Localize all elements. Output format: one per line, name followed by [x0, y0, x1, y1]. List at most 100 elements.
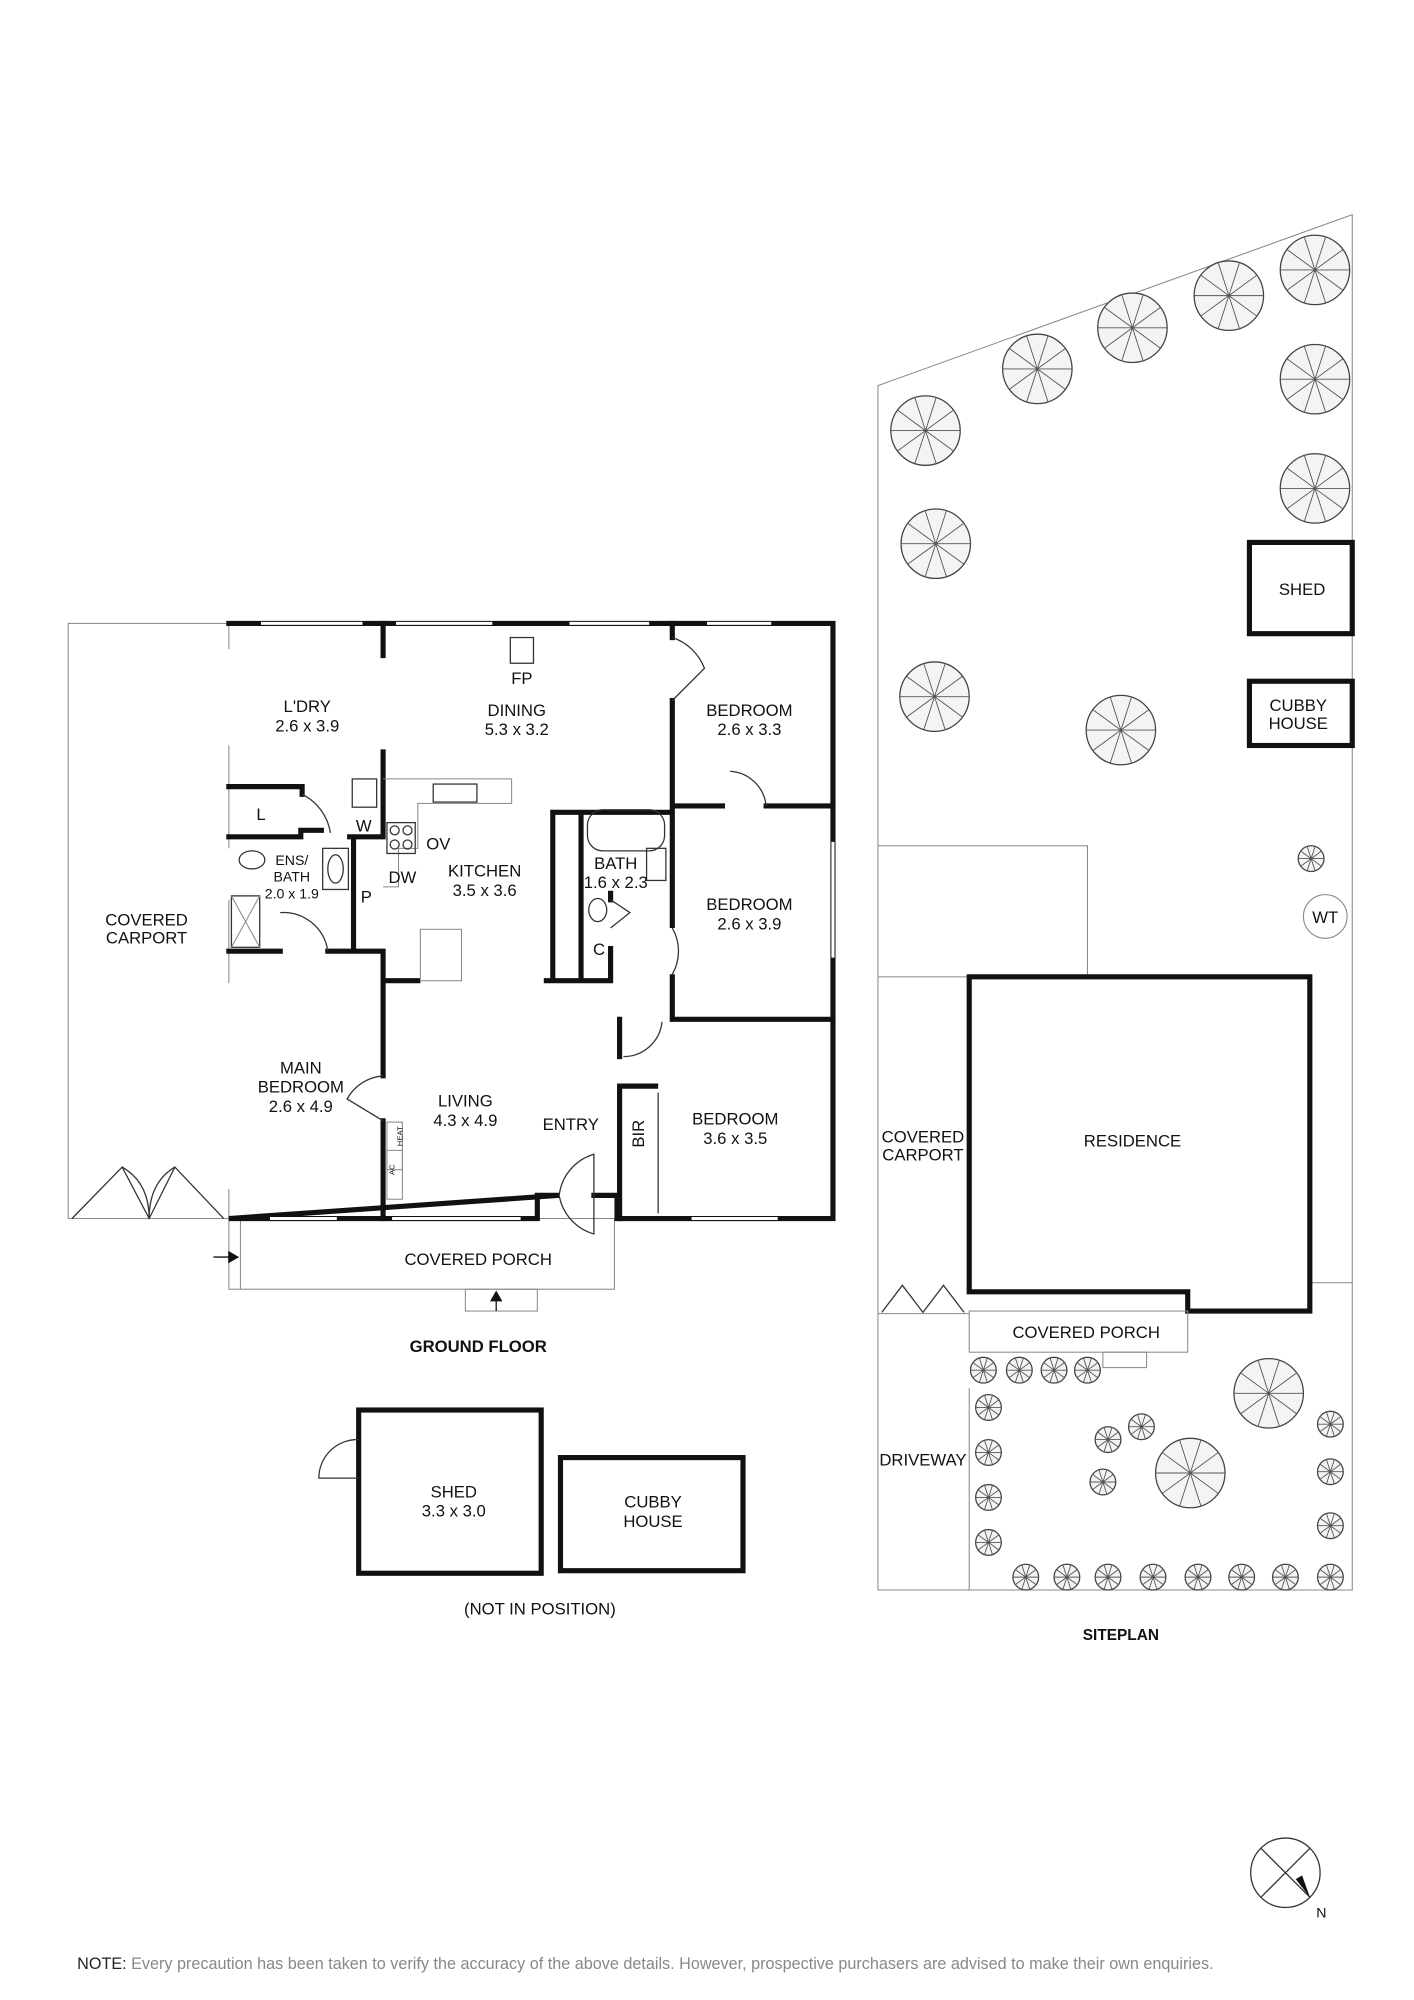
siteplan: SHED CUBBY HOUSE WT RESIDENCE COVERED CA…: [877, 213, 1355, 1644]
note-text: Every precaution has been taken to verif…: [131, 1955, 1213, 1973]
ac-label: AC: [388, 1164, 397, 1175]
tree-icon: [1053, 1563, 1081, 1591]
pantry-label: P: [361, 887, 372, 906]
laundry-label: L'DRY: [284, 697, 331, 716]
tree-icon: [1316, 1458, 1344, 1486]
tree-icon: [1127, 1413, 1155, 1441]
living-size: 4.3 x 4.9: [433, 1111, 497, 1130]
tree-icon: [1094, 1563, 1122, 1591]
bath-size: 1.6 x 2.3: [584, 873, 648, 892]
bedroom-se-size: 3.6 x 3.5: [703, 1129, 767, 1148]
tree-icon: [1297, 845, 1325, 873]
north-compass: N: [1250, 1837, 1326, 1921]
carport-gate: [71, 1165, 225, 1220]
ground-floor-plan: COVERED CARPORT COVERED PORCH: [67, 620, 836, 1356]
tree-icon: [1279, 453, 1351, 524]
ensuite-label-1: ENS/: [275, 852, 308, 868]
tree-icon: [1089, 1468, 1117, 1496]
shed-label: SHED: [431, 1482, 477, 1501]
site-carport-label-2: CARPORT: [882, 1146, 963, 1165]
tree-icon: [974, 1483, 1002, 1511]
site-carport-gate: [881, 1284, 965, 1314]
tree-icon: [974, 1528, 1002, 1556]
tree-icon: [1139, 1563, 1167, 1591]
shed-outline: [356, 1407, 544, 1576]
washer-label: W: [356, 817, 372, 836]
tree-icon: [1040, 1356, 1068, 1384]
cubby-outline: [557, 1455, 746, 1574]
water-tank-label: WT: [1312, 908, 1338, 927]
tree-icon: [1005, 1356, 1033, 1384]
bath-label: BATH: [594, 854, 637, 873]
tree-icon: [1154, 1437, 1226, 1509]
door-swings: [280, 636, 767, 1235]
site-carport-label-1: COVERED: [882, 1128, 965, 1147]
gate-arc: [121, 1166, 176, 1219]
main-bedroom-label-2: BEDROOM: [258, 1078, 344, 1097]
tree-icon: [1085, 694, 1157, 766]
tree-icon: [899, 661, 970, 733]
tree-icon: [1094, 1426, 1122, 1454]
tree-icon: [1097, 292, 1168, 364]
tree-icon: [969, 1356, 997, 1384]
windows: [227, 621, 835, 1221]
entry-arrow-icon: [489, 1290, 503, 1312]
tree-icon: [1228, 1563, 1256, 1591]
tree-icon: [1184, 1563, 1212, 1591]
ensuite-size: 2.0 x 1.9: [265, 885, 319, 901]
laundry-size: 2.6 x 3.9: [275, 716, 339, 735]
shed-door: [318, 1438, 359, 1479]
kitchen-size: 3.5 x 3.6: [453, 881, 517, 900]
dining-label: DINING: [488, 701, 546, 720]
tree-icon: [1271, 1563, 1299, 1591]
site-porch: [968, 1310, 1189, 1353]
carport-label-1: COVERED: [105, 910, 188, 929]
ensuite-label-2: BATH: [274, 869, 311, 885]
water-tank: [1302, 894, 1348, 939]
site-boundary: [877, 213, 1353, 1591]
fireplace-label: FP: [511, 669, 532, 688]
main-bedroom-label-1: MAIN: [280, 1058, 322, 1077]
dining-size: 5.3 x 3.2: [485, 720, 549, 739]
tree-icon: [1279, 343, 1351, 415]
north-label: N: [1316, 1905, 1326, 1921]
ground-floor-title: GROUND FLOOR: [410, 1337, 547, 1356]
bedroom-e-label: BEDROOM: [706, 895, 792, 914]
driveway-label: DRIVEWAY: [879, 1450, 966, 1469]
cubby-label-2: HOUSE: [623, 1512, 682, 1531]
not-in-position-note: (NOT IN POSITION): [464, 1599, 616, 1618]
shed-size: 3.3 x 3.0: [422, 1502, 486, 1521]
site-porch-label: COVERED PORCH: [1012, 1323, 1159, 1342]
fixtures: [230, 636, 667, 1214]
living-label: LIVING: [438, 1092, 493, 1111]
tree-icon: [1279, 234, 1351, 306]
carport-label-2: CARPORT: [106, 928, 187, 947]
kitchen-label: KITCHEN: [448, 862, 521, 881]
tree-icon: [1012, 1563, 1040, 1591]
tree-icon: [1316, 1512, 1344, 1540]
oven-label: OV: [426, 835, 451, 854]
tree-icon: [1001, 333, 1073, 405]
side-entry-arrow-icon: [213, 1250, 240, 1264]
site-cubby: [1246, 678, 1355, 749]
outbuildings: SHED 3.3 x 3.0 CUBBY HOUSE (NOT IN POSIT…: [318, 1407, 746, 1618]
tree-icon: [1073, 1356, 1101, 1384]
bedroom-ne-label: BEDROOM: [706, 701, 792, 720]
note-label: NOTE:: [77, 1955, 126, 1973]
bedroom-e-size: 2.6 x 3.9: [717, 914, 781, 933]
tree-icon: [1233, 1357, 1305, 1429]
footer-note: NOTE: Every precaution has been taken to…: [77, 1955, 1213, 1973]
trees: [890, 234, 1351, 1591]
tree-icon: [1193, 260, 1265, 331]
tree-icon: [1316, 1563, 1344, 1591]
site-shed: [1246, 539, 1355, 637]
bedroom-se-label: BEDROOM: [692, 1110, 778, 1129]
entry-label: ENTRY: [543, 1115, 599, 1134]
site-cubby-label-2: HOUSE: [1269, 714, 1328, 733]
dishwasher-label: DW: [388, 868, 416, 887]
site-cubby-label-1: CUBBY: [1270, 696, 1328, 715]
tree-icon: [900, 508, 972, 580]
porch-label: COVERED PORCH: [404, 1250, 551, 1269]
cupboard-label: C: [593, 940, 605, 959]
tree-icon: [974, 1393, 1002, 1421]
